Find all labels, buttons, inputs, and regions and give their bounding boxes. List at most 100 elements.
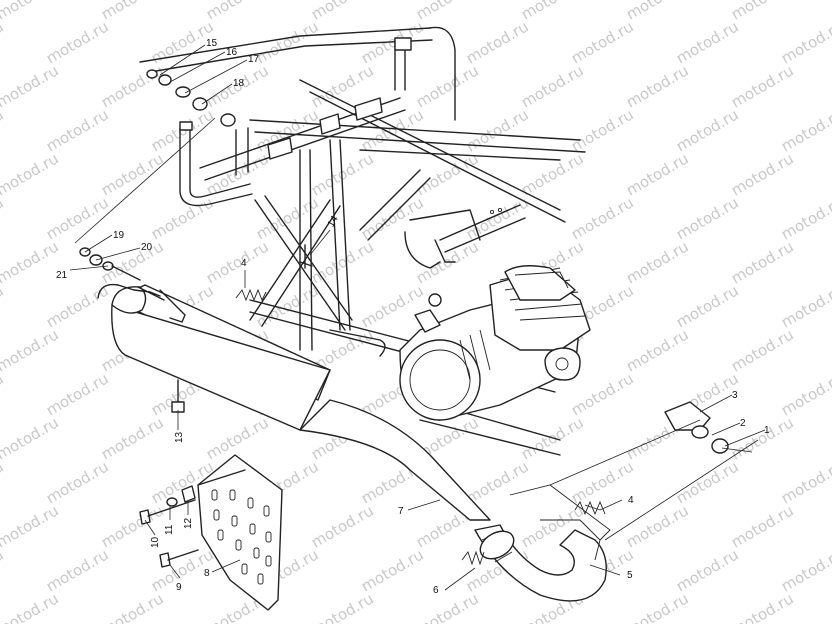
watermark-text: motod.ru [0,413,62,463]
callout-4a: 4 [241,258,247,269]
frame [139,26,586,456]
watermark-text: motod.ru [568,17,637,67]
watermark-text: motod.ru [568,105,637,155]
watermark-text: motod.ru [413,589,482,624]
watermark-text: motod.ru [518,149,587,199]
watermark-text: motod.ru [673,17,742,67]
callout-13: 13 [174,431,185,443]
callout-2: 2 [740,418,746,429]
watermark-text: motod.ru [568,193,637,243]
callout-9: 9 [176,582,182,593]
watermark-text: motod.ru [673,193,742,243]
watermark-text: motod.ru [0,17,7,67]
watermark-text: motod.ru [0,369,7,419]
callout-14: 14 [326,214,341,230]
watermark-text: motod.ru [463,17,532,67]
heat-shield [197,454,283,611]
watermark-text: motod.ru [463,457,532,507]
callout-21: 21 [56,270,68,281]
watermark-text: motod.ru [728,413,797,463]
watermark-text: motod.ru [623,589,692,624]
watermark-text: motod.ru [673,105,742,155]
watermark-text: motod.ru [728,325,797,375]
watermark-text: motod.ru [728,61,797,111]
watermark-text: motod.ru [358,281,427,331]
watermark-text: motod.ru [728,589,797,624]
watermark-text: motod.ru [43,369,112,419]
watermark-text: motod.ru [203,0,272,23]
callout-1: 1 [764,425,770,436]
watermark-text: motod.ru [0,0,62,23]
hardware [79,69,729,568]
callout-11: 11 [164,524,175,535]
watermark-text: motod.ru [623,149,692,199]
watermark-text: motod.ru [98,61,167,111]
watermark-text: motod.ru [413,61,482,111]
callout-7: 7 [398,506,404,517]
watermark-text: motod.ru [728,149,797,199]
watermark-text: motod.ru [43,17,112,67]
watermark-text: motod.ru [203,149,272,199]
watermark-text: motod.ru [623,325,692,375]
watermark-text: motod.ru [673,457,742,507]
watermark-text: motod.ru [728,501,797,551]
watermark-text: motod.ru [0,105,7,155]
callout-18: 18 [233,78,245,89]
watermark-text: motod.ru [308,501,377,551]
watermark-text: motod.ru [568,369,637,419]
watermark-text: motod.ru [98,0,167,23]
watermark-text: motod.ru [518,61,587,111]
callout-19: 19 [113,230,125,241]
watermark-text: motod.ru [623,61,692,111]
watermark-text: motod.ru [0,589,62,624]
watermark-text: motod.ru [778,17,832,67]
watermark-text: motod.ru [568,457,637,507]
watermark-text: motod.ru [623,237,692,287]
watermark-text: motod.ru [0,193,7,243]
watermark-text: motod.ru [43,545,112,595]
watermark-text: motod.ru [728,237,797,287]
watermark-text: motod.ru [623,0,692,23]
muffler [97,283,491,521]
leader-lines [69,44,766,591]
watermark-text: motod.ru [308,589,377,624]
watermark-text: motod.ru [778,105,832,155]
watermark-text: motod.ru [43,105,112,155]
watermark-text: motod.ru [0,149,62,199]
callout-4b: 4 [628,495,634,506]
watermark-text: motod.ru [0,501,62,551]
callout-3: 3 [732,390,738,401]
watermark-text: motod.ru [308,0,377,23]
watermark-text: motod.ru [623,501,692,551]
watermark-text: motod.ru [673,545,742,595]
callout-12: 12 [183,517,194,529]
watermark-text: motod.ru [358,545,427,595]
watermark-text: motod.ru [0,457,7,507]
watermark-text: motod.ru [518,0,587,23]
watermark-text: motod.ru [98,589,167,624]
callout-17: 17 [248,54,260,65]
callout-8: 8 [204,568,210,579]
callout-10: 10 [150,536,161,548]
watermark-text: motod.ru [98,413,167,463]
watermark-text: motod.ru [148,193,217,243]
watermark-text: motod.ru [778,545,832,595]
head-pipe [474,484,611,602]
watermark-text: motod.ru [673,281,742,331]
watermark-text: motod.ru [43,193,112,243]
watermark-text: motod.ru [778,369,832,419]
watermark-text: motod.ru [203,237,272,287]
callout-16: 16 [226,47,238,58]
watermark-text: motod.ru [0,61,62,111]
watermark-text: motod.ru [0,237,62,287]
engine [399,265,591,421]
watermark-text: motod.ru [778,281,832,331]
callout-6: 6 [433,585,439,596]
callout-15: 15 [206,38,218,49]
watermark-text: motod.ru [778,457,832,507]
callout-5: 5 [627,570,633,581]
watermark-text: motod.ru [0,281,7,331]
watermark-text: motod.ru [413,0,482,23]
watermark-text: motod.ru [43,457,112,507]
